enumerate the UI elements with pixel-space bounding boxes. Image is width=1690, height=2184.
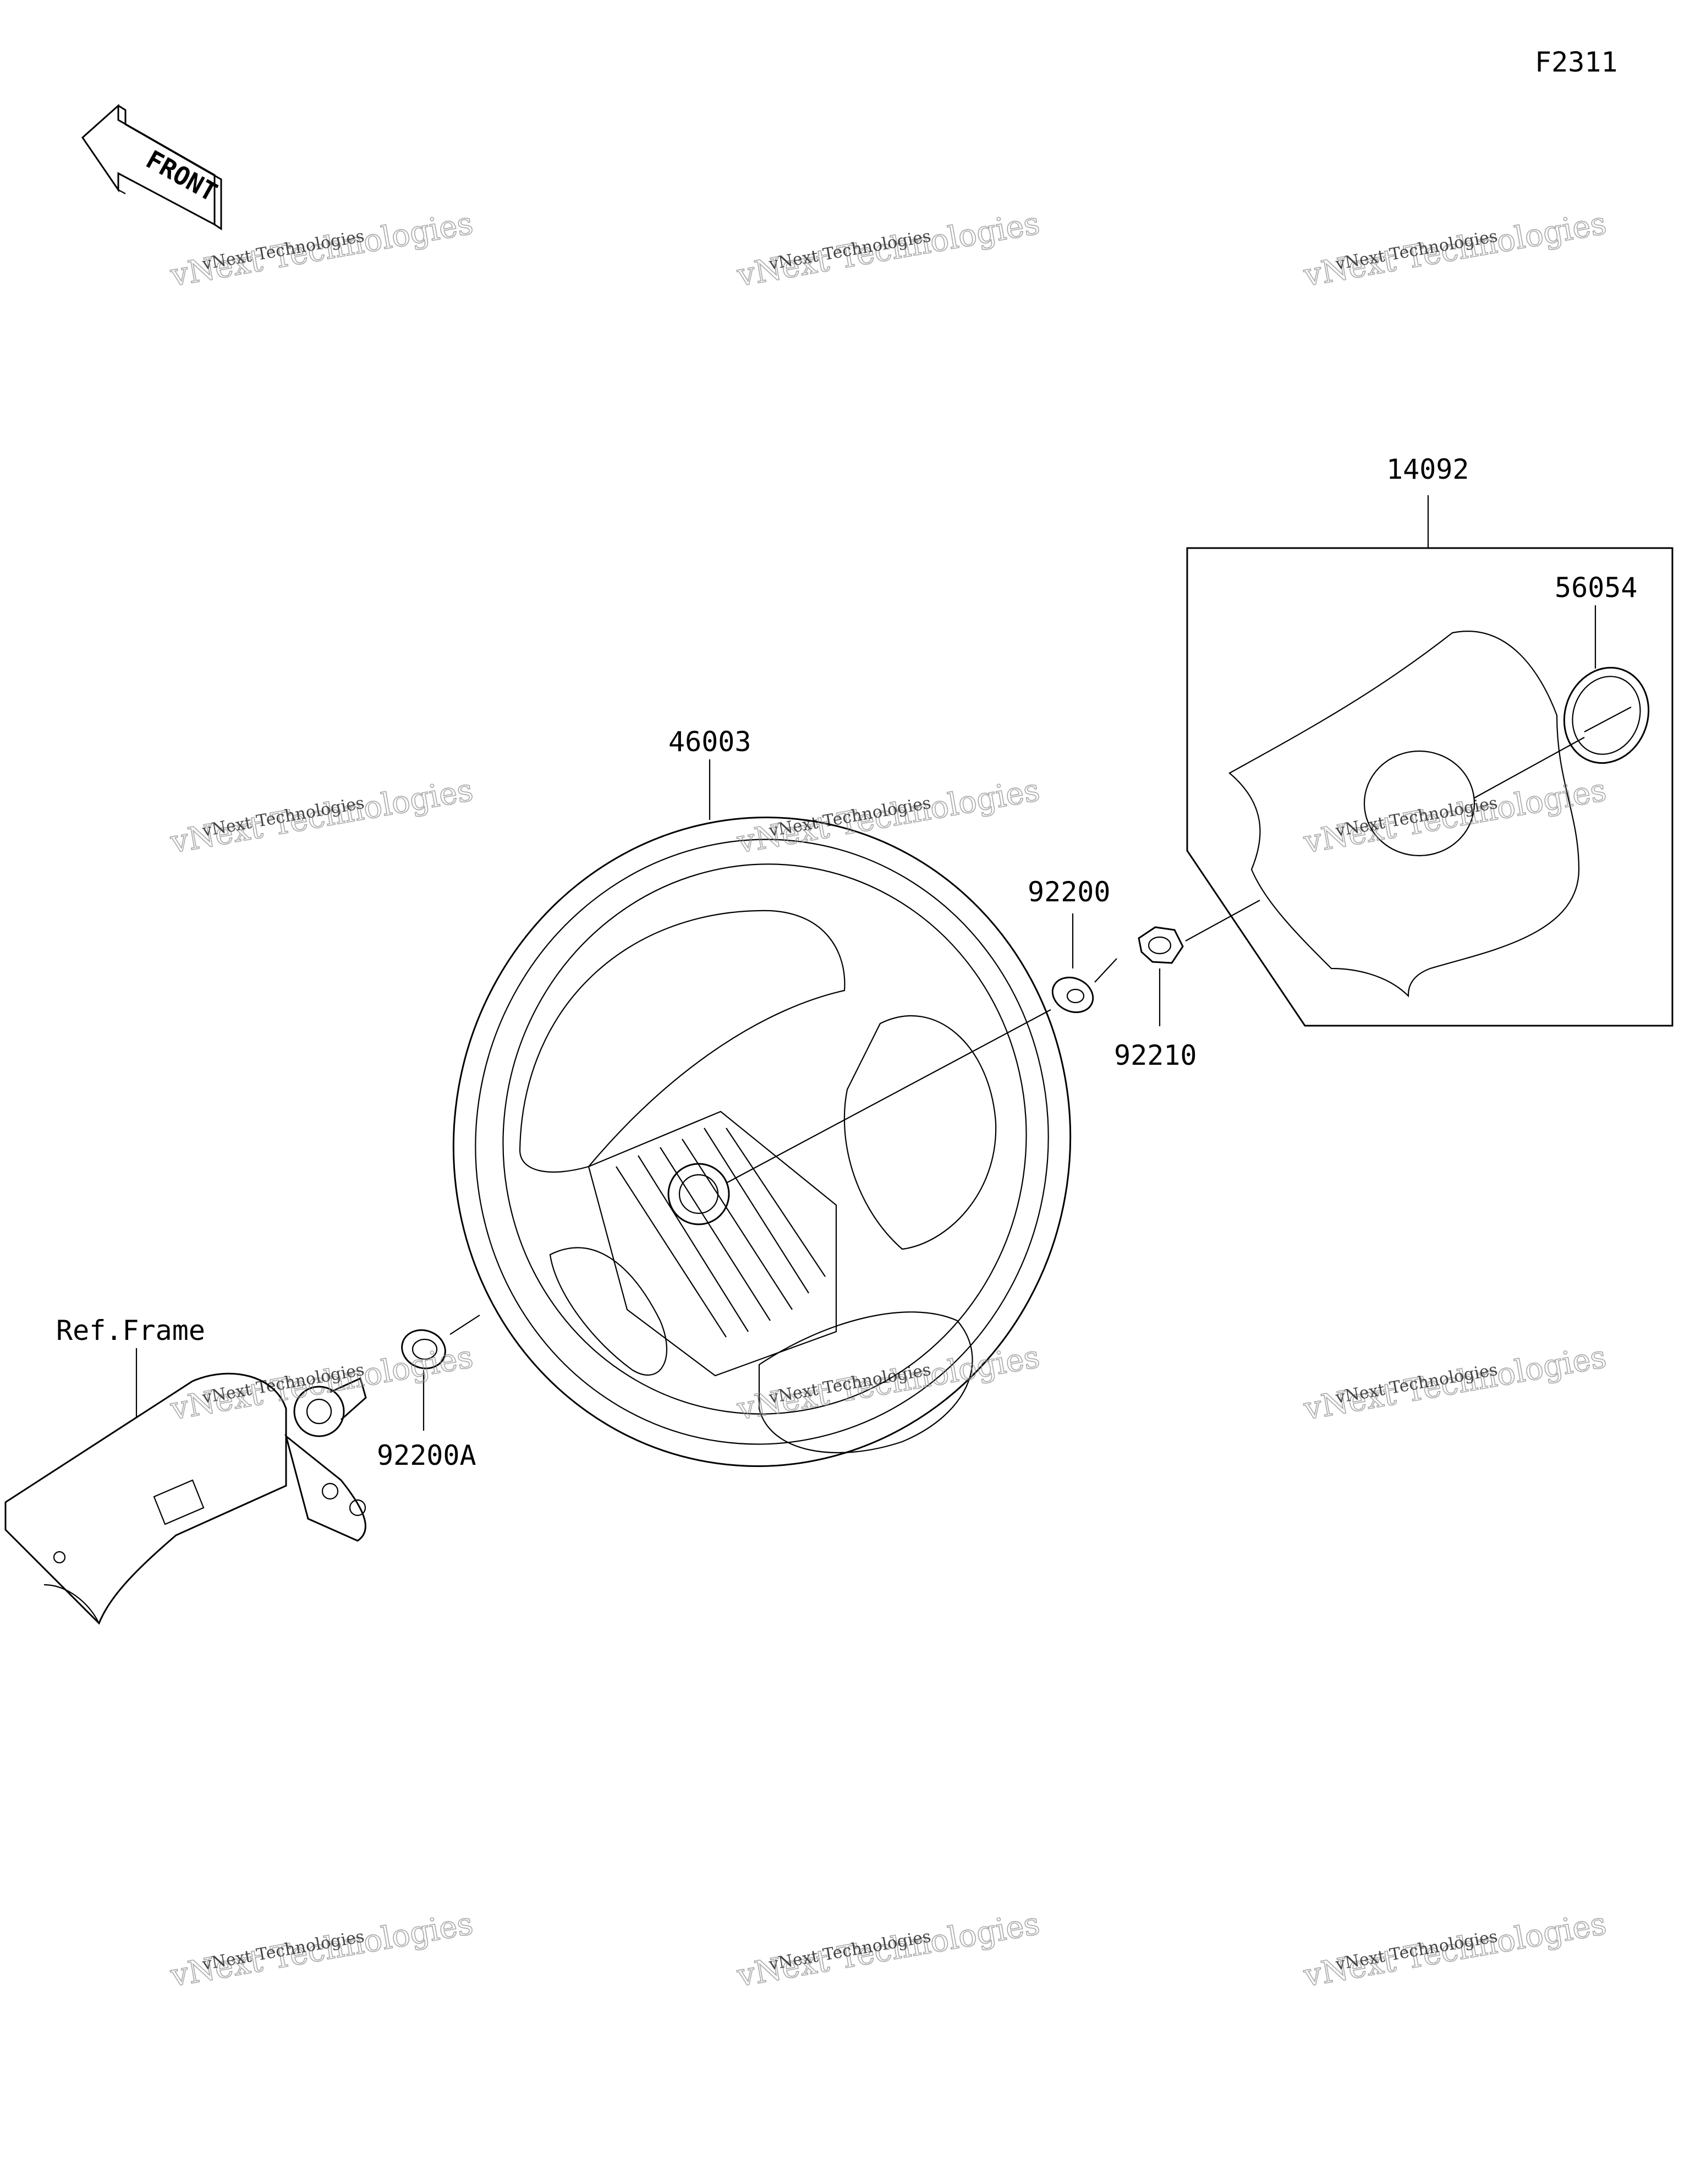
washer-92200a bbox=[401, 1329, 446, 1431]
pad-assembly-group bbox=[1186, 495, 1673, 1027]
steering-wheel bbox=[452, 817, 1072, 1467]
nut-92210 bbox=[1138, 926, 1184, 1026]
figure-code: F2311 bbox=[1535, 46, 1618, 78]
emblem-badge bbox=[1563, 666, 1650, 764]
washer-92200 bbox=[1051, 913, 1094, 1014]
front-label: FRONT bbox=[141, 144, 222, 207]
label-ref-frame: Ref.Frame bbox=[56, 1315, 205, 1346]
ref-frame bbox=[4, 1348, 367, 1625]
label-92210: 92210 bbox=[1114, 1039, 1197, 1071]
label-92200a: 92200A bbox=[377, 1439, 476, 1471]
label-56054: 56054 bbox=[1555, 572, 1638, 604]
label-46003: 46003 bbox=[668, 726, 751, 758]
label-92200: 92200 bbox=[1028, 876, 1111, 908]
hub-ribs bbox=[616, 1127, 826, 1338]
label-14092: 14092 bbox=[1386, 453, 1469, 485]
assembly-axis-lines bbox=[449, 900, 1260, 1335]
front-arrow-icon: FRONT bbox=[81, 103, 222, 231]
